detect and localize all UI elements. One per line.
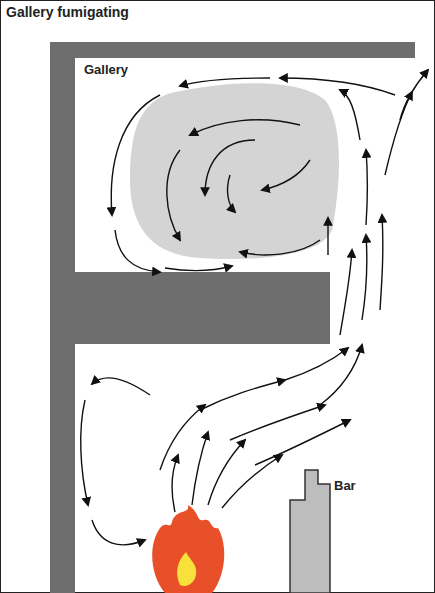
ceiling-wall: [50, 42, 415, 58]
area-label: Gallery: [84, 62, 128, 77]
left-wall: [50, 42, 75, 593]
part-label: Bar: [334, 478, 356, 493]
gallery-floor: [75, 272, 330, 344]
smoke-cloud: [130, 83, 339, 259]
bar-counter: [290, 470, 330, 593]
smoke-arrows: [81, 70, 428, 545]
diagram-title: Gallery fumigating: [6, 4, 129, 20]
fire: [152, 505, 224, 593]
fire-core: [177, 552, 196, 586]
